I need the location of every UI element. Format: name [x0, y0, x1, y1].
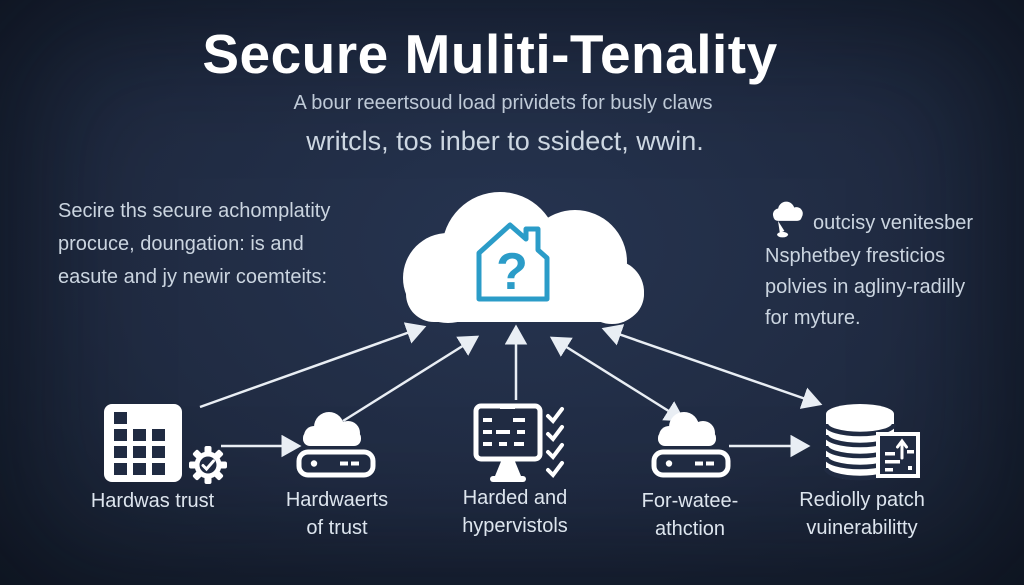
question-mark: ? — [496, 243, 528, 301]
arrow-cloudserver-to-cloud — [342, 335, 480, 423]
page-title: Secure Muliti-Tenality — [202, 23, 778, 85]
cloud-server-icon — [648, 410, 734, 485]
building-icon — [103, 403, 185, 488]
left-note-line-1: Secire ths secure achomplatity — [58, 200, 331, 222]
cloud-pin-icon — [767, 198, 811, 242]
left-note: Secire ths secure achomplatity procuce, … — [58, 195, 330, 294]
right-note: outcisy venitesber Nsphetbey fresticios … — [765, 196, 1005, 330]
node-label-hardwaerts-of-trust: Hardwaerts of trust — [285, 489, 389, 539]
node-label-for-watee-athction: For-watee- athction — [641, 490, 739, 540]
arrow-cloud-to-database — [601, 324, 823, 409]
left-note-line-2: procuce, doungation: is and — [58, 233, 304, 255]
node-label-rediolly-patch: Rediolly patch vuinerabilitty — [799, 489, 925, 539]
left-note-line-3: easute and jy newir coemteits: — [58, 266, 328, 288]
right-note-line-2: Nsphetbey fresticios — [765, 245, 946, 267]
right-note-line-3: polvies in agliny-radilly — [765, 276, 966, 298]
gear-check-icon — [188, 445, 228, 490]
house-question-icon: ? — [476, 222, 550, 302]
right-note-line-1: outcisy venitesber — [813, 212, 974, 234]
node-label-hardwas-trust: Hardwas trust — [90, 490, 215, 512]
cloud-server-icon — [293, 410, 379, 485]
right-note-line-4: for myture. — [765, 307, 861, 329]
subtitle-line-1: A bour reeertsoud load prividets for bus… — [293, 92, 713, 114]
monitor-checklist-icon — [468, 403, 568, 490]
arrow-building-to-cloud — [199, 322, 427, 409]
subtitle-line-2: writcls, tos inber to ssidect, wwin. — [306, 126, 704, 156]
database-patch-icon — [822, 402, 922, 489]
node-label-harded-hypervistols: Harded and hypervistols — [462, 487, 568, 537]
